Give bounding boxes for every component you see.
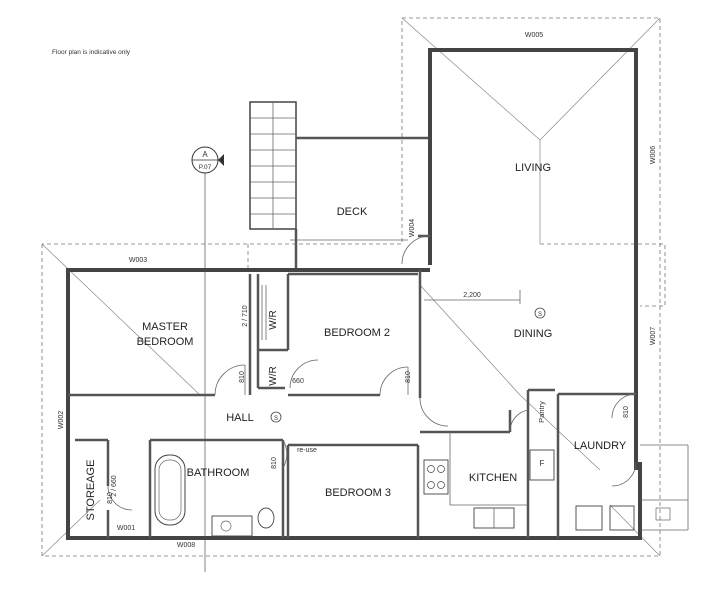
bath-fixtures	[154, 454, 275, 537]
interior-walls	[68, 272, 636, 538]
room-bathroom: BATHROOM	[187, 467, 250, 479]
deck-stairs	[249, 101, 297, 230]
doors	[107, 235, 637, 511]
roof-hip-lines	[41, 17, 661, 557]
smoke-detector-hall: S	[270, 411, 282, 423]
dim-reuse: re-use	[297, 447, 317, 454]
room-laundry: LAUNDRY	[574, 440, 627, 452]
dim-810-storeage: 810	[107, 492, 114, 504]
room-deck: DECK	[337, 206, 368, 218]
dimension-2200: 2,200	[424, 290, 521, 304]
room-bedroom3: BEDROOM 3	[325, 487, 391, 499]
main-walls	[66, 268, 642, 540]
window-w001: W001	[117, 525, 135, 532]
room-wr-bottom: W/R	[268, 366, 279, 385]
svg-text:S: S	[274, 416, 278, 422]
dim-810-bathroom: 810	[271, 457, 278, 469]
window-w006: W006	[650, 146, 657, 164]
section-ref: P.07	[199, 164, 212, 171]
room-pantry: Pantry	[537, 401, 546, 423]
dim-2-710: 2 / 710	[242, 305, 249, 327]
kitchen-fixtures	[423, 432, 555, 529]
room-master-line2: BEDROOM	[137, 336, 194, 348]
section-marker: A P.07	[191, 146, 224, 174]
laundry-fixtures	[575, 444, 689, 531]
room-master-line1: MASTER	[142, 321, 188, 333]
room-storeage: STOREAGE	[85, 460, 97, 521]
wardrobe-sliders	[261, 285, 267, 340]
room-dining: DINING	[514, 328, 553, 340]
dim-660: 660	[292, 378, 304, 385]
window-w007: W007	[650, 327, 657, 345]
section-letter: A	[202, 150, 208, 159]
room-kitchen: KITCHEN	[469, 472, 517, 484]
dim-2200-label: 2,200	[463, 292, 481, 299]
svg-text:S: S	[538, 312, 542, 318]
room-hall: HALL	[226, 412, 254, 424]
room-bedroom2: BEDROOM 2	[324, 327, 390, 339]
window-w003: W003	[129, 257, 147, 264]
fridge-label: F	[540, 459, 545, 468]
window-w008: W008	[177, 542, 195, 549]
dim-810-bedroom2: 810	[405, 371, 412, 383]
dim-810-master: 810	[239, 371, 246, 383]
room-wr-top: W/R	[268, 310, 279, 329]
window-w005: W005	[525, 32, 543, 39]
plan-note: Floor plan is indicative only	[52, 49, 131, 56]
room-living: LIVING	[515, 162, 551, 174]
smoke-detector-dining: S	[534, 307, 546, 319]
roof-outline	[41, 17, 666, 557]
window-w002: W002	[58, 411, 65, 429]
dim-810-laundry: 810	[623, 406, 630, 418]
window-w004: W004	[409, 219, 416, 237]
deck-outline	[290, 136, 428, 268]
dim-2-660: 2 / 660	[111, 475, 118, 497]
